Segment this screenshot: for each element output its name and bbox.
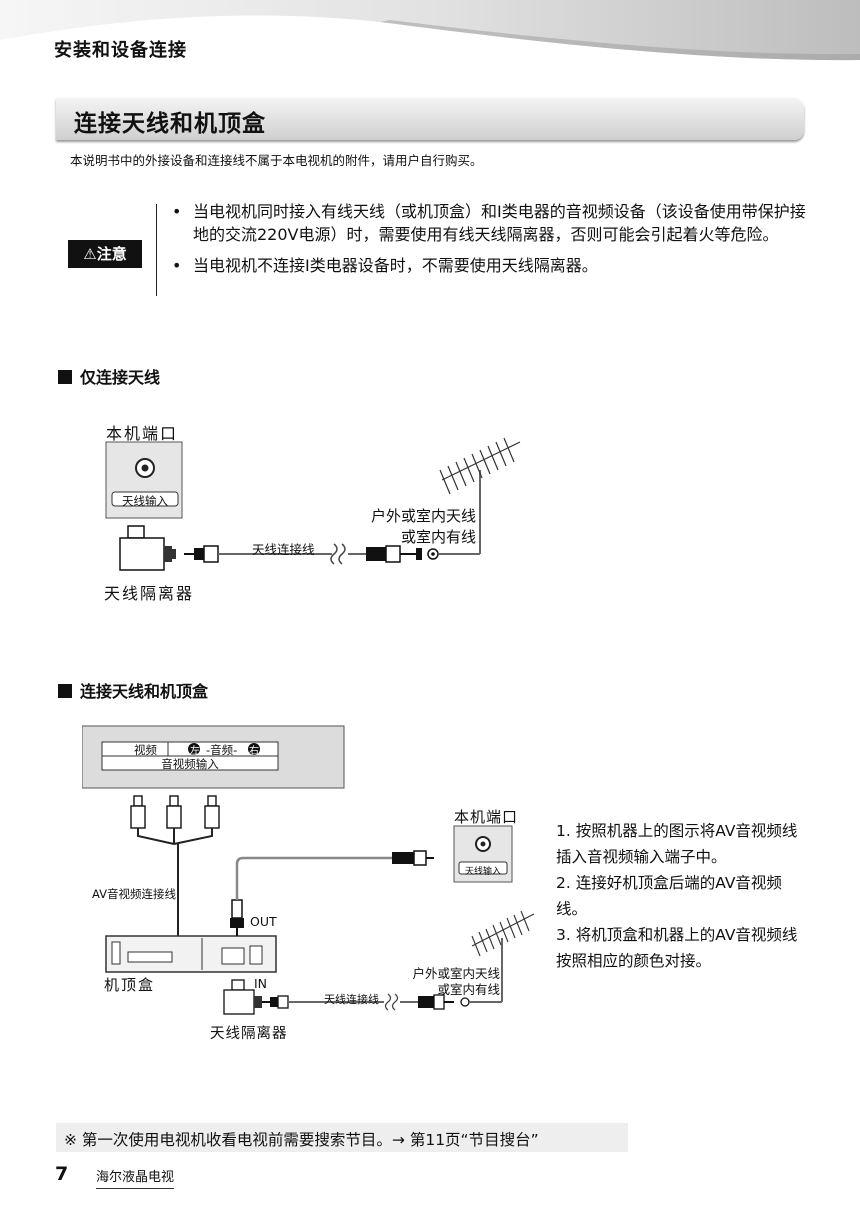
d2-panel-right: 右 <box>249 746 259 757</box>
header-swoosh <box>0 0 860 61</box>
d1-port-title: 本机端口 <box>106 424 179 443</box>
isolator-icon <box>223 989 255 1015</box>
antenna-icon <box>471 910 535 957</box>
brand-name: 海尔液晶电视 <box>96 1166 175 1189</box>
antenna-icon <box>439 437 521 495</box>
d1-isolator-label: 天线隔离器 <box>104 584 195 603</box>
d2-stb-label: 机顶盒 <box>104 976 156 994</box>
d1-antenna-label: 户外或室内天线或室内有线 <box>370 507 476 546</box>
footer-note: ※ 第一次使用电视机收看电视前需要搜索节目。→ 第11页“节目搜台” <box>64 1131 539 1149</box>
diagram2-heading: 连接天线和机顶盒 <box>58 678 208 702</box>
d2-panel-left: 左 <box>190 746 200 757</box>
page-header-title: 安装和设备连接 <box>54 40 187 61</box>
caution-badge: ⚠注意 <box>68 240 142 268</box>
d2-in-label: IN <box>254 976 268 991</box>
d2-cable-label: 天线连接线 <box>324 993 379 1006</box>
warning-triangle-icon: ⚠ <box>83 245 97 263</box>
d2-panel-video: 视频 <box>134 743 157 757</box>
d2-antenna-label: 户外或室内天线或室内有线 <box>412 966 500 997</box>
step-item: 2. 连接好机顶盒后端的AV音视频线。 <box>556 874 782 918</box>
d1-port-label: 天线输入 <box>122 494 168 508</box>
diagram2-drawing <box>82 725 535 1015</box>
caution-list: 当电视机同时接入有线天线（或机顶盒）和I类电器的音视频设备（该设备使用带保护接地… <box>168 200 808 285</box>
av-plug-icons <box>130 795 220 829</box>
d2-port-label: 天线输入 <box>464 867 501 877</box>
diagram1-heading: 仅连接天线 <box>58 364 160 388</box>
connection-steps: 1. 按照机器上的图示将AV音视频线插入音视频输入端子中。 2. 连接好机顶盒后… <box>556 818 806 974</box>
d2-panel-audio: -音频- <box>206 743 238 757</box>
d1-cable-label: 天线连接线 <box>252 542 315 557</box>
caution-label: 注意 <box>96 245 127 263</box>
d2-port-title: 本机端口 <box>454 808 519 826</box>
d2-isolator-label: 天线隔离器 <box>210 1026 288 1042</box>
step-item: 1. 按照机器上的图示将AV音视频线插入音视频输入端子中。 <box>556 822 798 866</box>
step-item: 3. 将机顶盒和机器上的AV音视频线按照相应的颜色对接。 <box>556 926 798 970</box>
caution-item: 当电视机不连接I类电器设备时，不需要使用天线隔离器。 <box>168 254 808 277</box>
intro-text: 本说明书中的外接设备和连接线不属于本电视机的附件，请用户自行购买。 <box>70 153 483 168</box>
d2-panel-av-input: 音视频输入 <box>161 757 219 771</box>
caution-divider <box>156 204 157 296</box>
d2-out-label: OUT <box>250 914 277 929</box>
section-title: 连接天线和机顶盒 <box>74 111 266 137</box>
isolator-icon <box>119 537 165 571</box>
footer-note-bar: ※ 第一次使用电视机收看电视前需要搜索节目。→ 第11页“节目搜台” <box>56 1123 628 1152</box>
page-number: 7 <box>55 1163 69 1185</box>
diagram1-drawing <box>105 437 521 571</box>
square-bullet-icon <box>58 684 72 698</box>
section-title-bar: 连接天线和机顶盒 <box>56 98 804 140</box>
square-bullet-icon <box>58 370 72 384</box>
d2-av-cable-label: AV音视频连接线 <box>92 887 176 901</box>
caution-item: 当电视机同时接入有线天线（或机顶盒）和I类电器的音视频设备（该设备使用带保护接地… <box>168 200 808 246</box>
